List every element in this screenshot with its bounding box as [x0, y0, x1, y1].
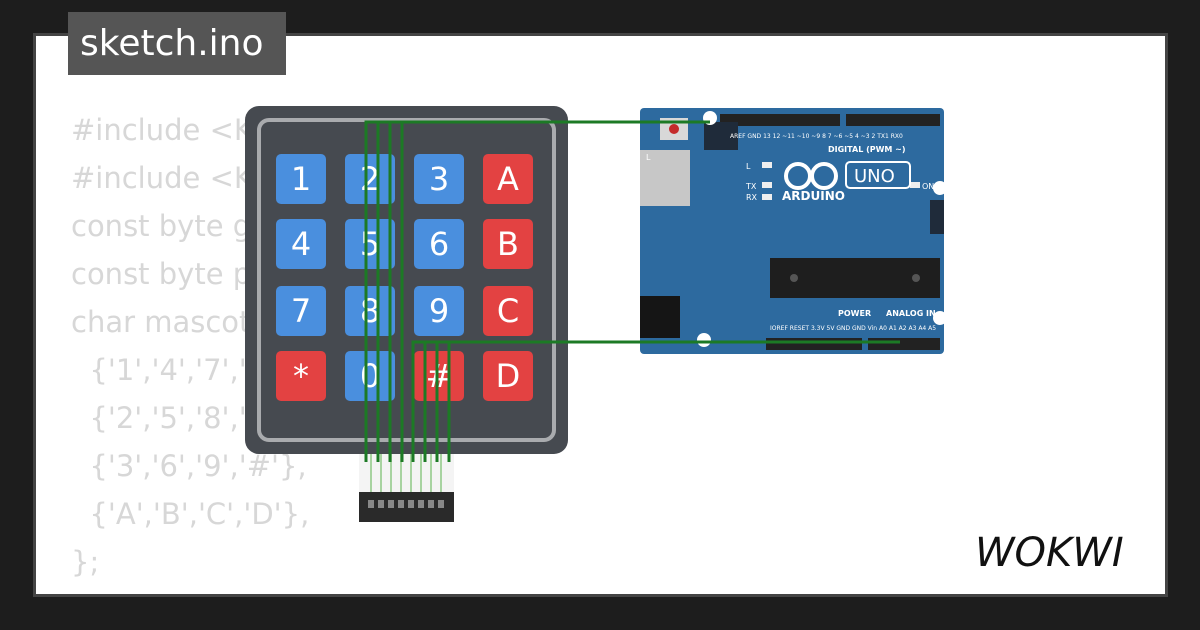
keypad-key[interactable]: 6: [414, 219, 464, 269]
keypad-key[interactable]: 3: [414, 154, 464, 204]
file-tab[interactable]: sketch.ino: [68, 12, 286, 75]
keypad-key[interactable]: C: [483, 286, 533, 336]
power-header-label: POWER: [838, 309, 871, 318]
led-tx-label: TX: [745, 182, 757, 191]
digital-pin-labels: AREF GND 13 12 ~11 ~10 ~9 8 7 ~6 ~5 4 ~3…: [730, 133, 903, 140]
wokwi-logo-text: WOKWI: [975, 530, 1124, 576]
code-line: };: [71, 545, 100, 579]
wokwi-logo: WOKWI: [975, 530, 1124, 576]
arduino-brand: ARDUINO: [782, 189, 845, 203]
keypad-key[interactable]: 4: [276, 219, 326, 269]
keypad-key[interactable]: 0: [345, 351, 395, 401]
digital-header-label: DIGITAL (PWM ~): [828, 145, 906, 154]
keypad-ribbon-connector: [359, 454, 454, 522]
keypad-key[interactable]: #: [414, 351, 464, 401]
led-l-label: L: [746, 162, 751, 171]
code-line: {'3','6','9','#'},: [71, 449, 307, 483]
keypad-key[interactable]: 5: [345, 219, 395, 269]
led-rx-label: RX: [746, 193, 758, 202]
keypad-key[interactable]: 9: [414, 286, 464, 336]
code-line: {'1','4','7','*: [71, 353, 262, 387]
keypad-key[interactable]: 1: [276, 154, 326, 204]
arduino-uno-board[interactable]: L L TX RX ARDUINO UNO ON DIGITAL (PWM ~)…: [640, 108, 944, 354]
keypad-key[interactable]: 8: [345, 286, 395, 336]
code-line: {'2','5','8','0: [71, 401, 266, 435]
on-led-label: ON: [922, 182, 934, 191]
led-l-label: L: [646, 153, 651, 162]
code-line: const byte g: [71, 209, 252, 243]
keypad-key[interactable]: A: [483, 154, 533, 204]
code-line: char mascot: [71, 305, 251, 339]
code-line: {'A','B','C','D'},: [71, 497, 310, 531]
code-line: const byte p: [71, 257, 252, 291]
bottom-pin-labels: IOREF RESET 3.3V 5V GND GND Vin A0 A1 A2…: [770, 325, 936, 332]
keypad-key[interactable]: *: [276, 351, 326, 401]
board-model: UNO: [854, 166, 895, 187]
keypad-key[interactable]: 2: [345, 154, 395, 204]
membrane-keypad[interactable]: 1 2 3 A 4 5 6 B 7 8 9 C * 0 # D: [245, 106, 568, 454]
keypad-key[interactable]: B: [483, 219, 533, 269]
keypad-key[interactable]: D: [483, 351, 533, 401]
analog-header-label: ANALOG IN: [886, 309, 936, 318]
keypad-key[interactable]: 7: [276, 286, 326, 336]
